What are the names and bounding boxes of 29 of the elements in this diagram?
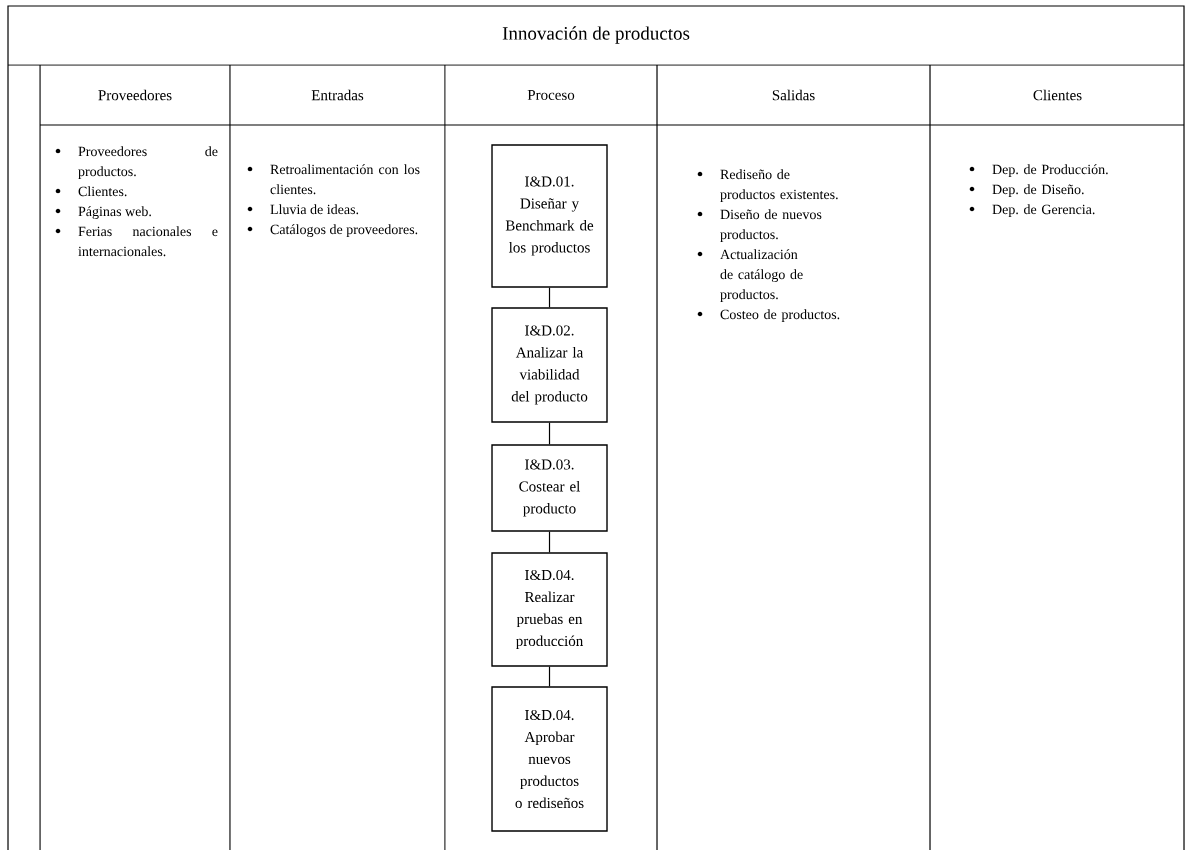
bullet-item: Ferias nacionales e internacionales.	[55, 226, 218, 257]
bullet-item: Retroalimentación con los clientes.	[247, 164, 420, 195]
connector-line	[548, 422, 551, 445]
process-box: I&D.04. Aprobar nuevos productos o rediseños	[491, 686, 608, 832]
connector-line	[548, 531, 551, 553]
bullet-item: Dep. de Producción.	[969, 164, 1108, 177]
bullet-item: Catálogos de proveedores.	[247, 224, 418, 237]
process-box: I&D.03. Costear el producto	[491, 444, 608, 532]
bullet-item: Rediseño de productos existentes.	[697, 169, 838, 202]
bullet-item: Dep. de Gerencia.	[969, 204, 1095, 217]
column-header: Clientes	[1033, 89, 1082, 101]
process-box: I&D.01. Diseñar y Benchmark de los productos	[491, 144, 608, 288]
column-header: Entradas	[311, 89, 364, 101]
column-header: Proceso	[527, 90, 575, 100]
bullet-item: Diseño de nuevos productos.	[697, 209, 822, 242]
bullet-item: Dep. de Diseño.	[969, 184, 1084, 197]
bullet-item: Actualización de catálogo de productos.	[697, 249, 803, 302]
column-header: Salidas	[772, 89, 815, 101]
bullet-item: Proveedores de productos.	[55, 146, 218, 179]
bullet-item: Clientes.	[55, 186, 127, 197]
connector-line	[548, 666, 551, 687]
bullet-item: Costeo de productos.	[697, 309, 840, 322]
column-header: Proveedores	[98, 89, 172, 101]
process-box: I&D.02. Analizar la viabilidad del producto	[491, 307, 608, 423]
process-box: I&D.04. Realizar pruebas en producción	[491, 552, 608, 667]
title: Innovación de productos	[502, 26, 690, 44]
bullet-item: Páginas web.	[55, 206, 151, 219]
bullet-item: Lluvia de ideas.	[247, 204, 359, 215]
connector-line	[548, 287, 551, 308]
